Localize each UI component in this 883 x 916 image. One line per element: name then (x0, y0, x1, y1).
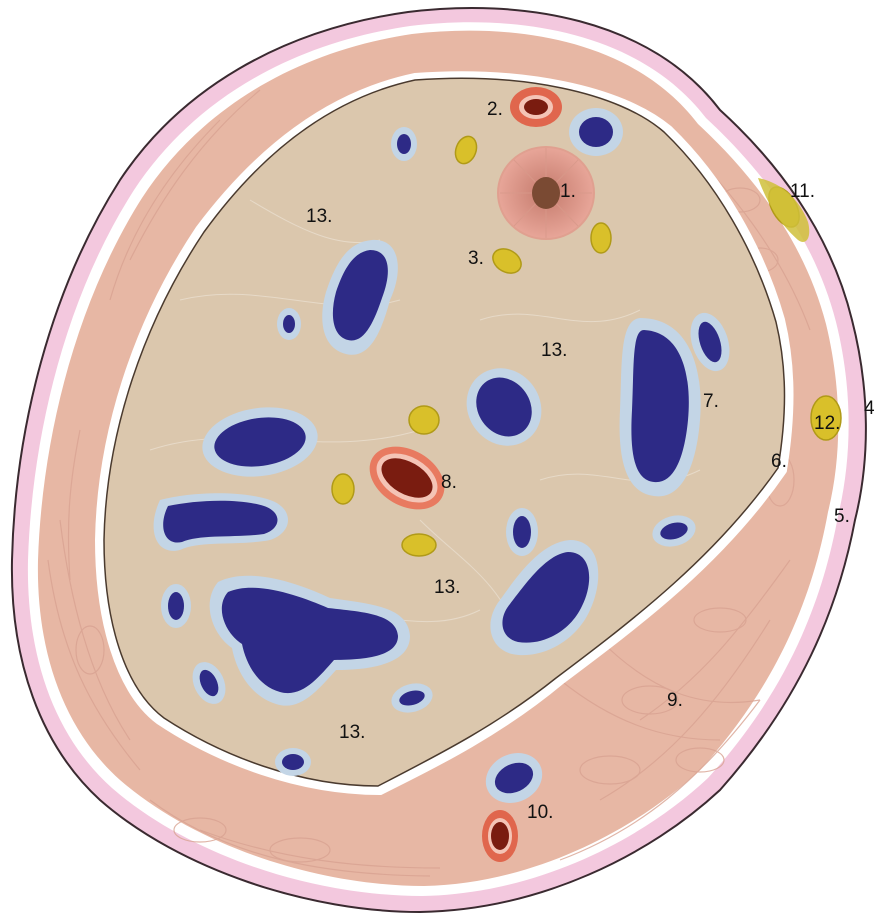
artery (524, 99, 548, 115)
label-11: 11. (790, 181, 815, 202)
nerve (332, 474, 354, 504)
vein (283, 315, 295, 333)
nerve (402, 534, 436, 556)
label-1: 1. (560, 181, 576, 202)
vein (513, 516, 531, 548)
label-7: 7. (703, 391, 719, 412)
nerve (591, 223, 611, 253)
label-13-lower-center: 13. (434, 577, 460, 598)
label-8: 8. (441, 472, 457, 493)
label-4: 4 (864, 398, 875, 419)
vein (579, 117, 613, 147)
vein (168, 592, 184, 620)
label-5: 5. (834, 506, 850, 527)
label-2: 2. (487, 99, 503, 120)
nerve (409, 406, 439, 434)
label-9: 9. (667, 690, 683, 711)
label-13-top-left: 13. (306, 206, 332, 227)
central-tendon (498, 147, 594, 239)
label-10: 10. (527, 802, 553, 823)
label-12: 12. (814, 413, 840, 434)
label-6: 6. (771, 451, 787, 472)
label-3: 3. (468, 248, 484, 269)
artery (491, 822, 509, 850)
label-13-bottom: 13. (339, 722, 365, 743)
label-13-center: 13. (541, 340, 567, 361)
vein (282, 754, 304, 770)
vein (397, 134, 411, 154)
